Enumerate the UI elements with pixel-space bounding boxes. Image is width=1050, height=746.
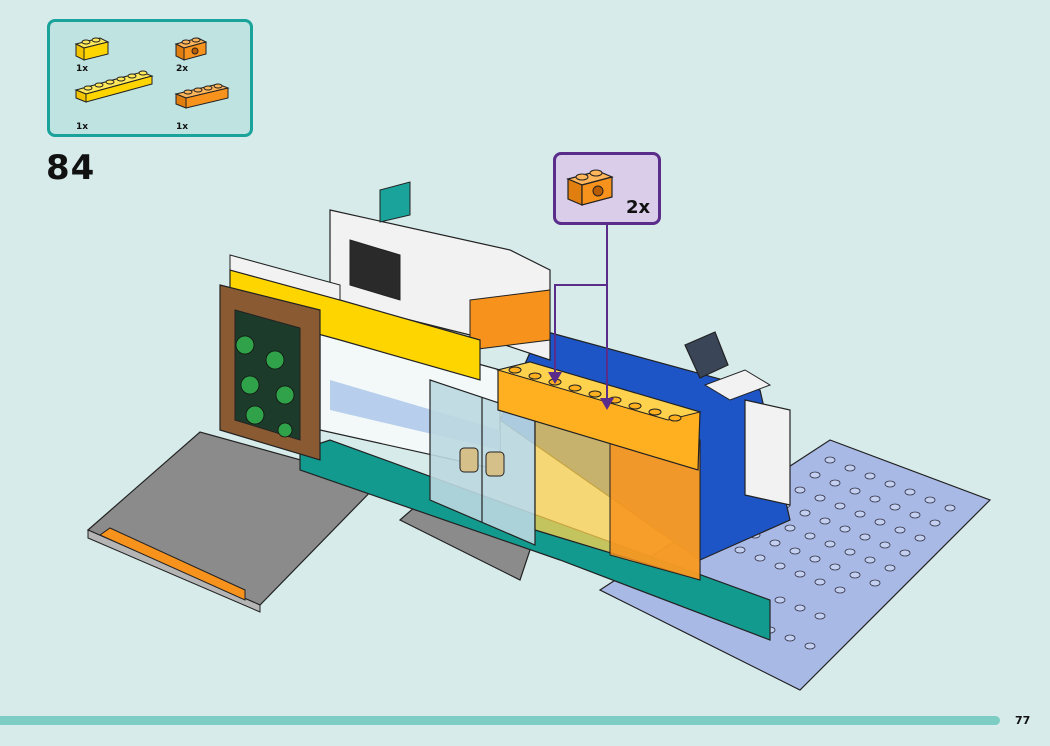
part-yellow-brick-1x2: 1x [72, 34, 112, 74]
white-pillar [744, 399, 791, 506]
part-qty: 2x [176, 64, 189, 74]
part-orange-brick-1x2-hole: 2x [172, 34, 212, 74]
arrow-head-icon [600, 398, 614, 410]
yellow-brick-1x6-icon [74, 70, 154, 103]
orange-brick-with-hole-icon [566, 169, 614, 206]
part-orange-brick-1x4: 1x [172, 80, 232, 132]
callout-arrows [554, 225, 608, 405]
callout-qty: 2x [626, 197, 651, 218]
part-yellow-brick-1x6: 1x [72, 68, 158, 132]
step-number: 84 [46, 148, 96, 188]
page-footer-bar [0, 716, 1000, 725]
parts-list: 1x 2x 1x [47, 19, 253, 137]
part-qty: 1x [76, 64, 89, 74]
page-number: 77 [1015, 714, 1031, 727]
part-qty: 1x [176, 122, 189, 132]
orange-brick-1x4-icon [174, 83, 230, 109]
orange-brick-with-hole-icon [174, 37, 208, 61]
yellow-brick-1x2-icon [74, 37, 110, 61]
computer-monitor [684, 331, 729, 379]
part-qty: 1x [76, 122, 89, 132]
arrow-head-icon [548, 372, 562, 384]
sub-assembly-callout: 2x [553, 152, 661, 225]
